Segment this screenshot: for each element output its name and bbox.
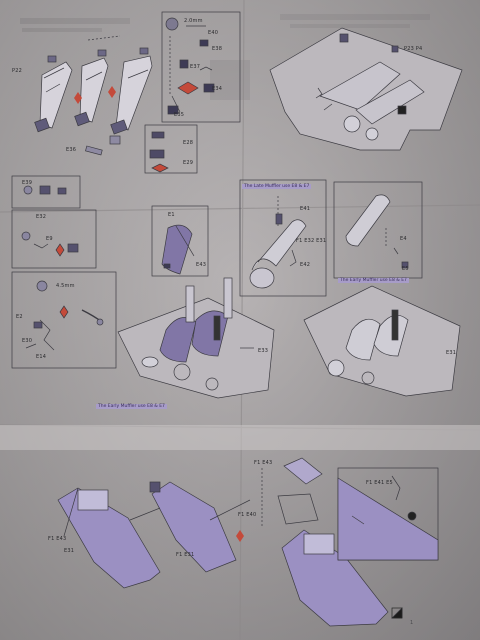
label-lower-mount: F1 E43 <box>254 460 273 466</box>
label-e9: E9 <box>46 236 53 242</box>
exhaust-stack-assembly <box>117 205 275 399</box>
caption-early-muffler-top: The Early Muffler use E8 & E7 <box>96 404 167 409</box>
label-e33: E33 <box>258 348 269 354</box>
label-e39: E39 <box>22 180 33 186</box>
label-e31-bottom: E31 <box>64 548 75 554</box>
label-e35: E35 <box>174 112 185 118</box>
label-e42: E42 <box>300 262 311 268</box>
label-e2: E2 <box>16 314 23 320</box>
label-e4: E4 <box>400 236 407 242</box>
label-e34: E34 <box>212 86 223 92</box>
detail-boxes-left <box>11 175 117 369</box>
page-mark: 1 <box>410 620 414 626</box>
label-lower-tail: F1 E41 E5 <box>366 480 393 486</box>
label-e5: E5 <box>402 266 409 272</box>
label-e41: E41 <box>300 206 311 212</box>
exhaust-pipe-detail <box>239 179 327 297</box>
exhaust-pipe-detail-right <box>303 181 461 397</box>
muffler-assembly-group <box>34 11 241 174</box>
rear-deck-plate <box>269 27 463 151</box>
label-lower-seat: F1 E31 <box>176 552 195 558</box>
caption-late-muffler: The Late Muffler use E8 & E7 <box>242 184 312 189</box>
label-e43: E43 <box>196 262 207 268</box>
label-e28: E28 <box>183 140 194 146</box>
label-dim-top: 2.0mm <box>184 18 203 24</box>
label-dim-left: 4.5mm <box>56 283 75 289</box>
label-e14: E14 <box>36 354 47 360</box>
label-lower-cover: F1 E43 <box>48 536 67 542</box>
label-e30: E30 <box>22 338 33 344</box>
light-band <box>0 425 480 450</box>
label-e31-right: E31 <box>446 350 457 356</box>
label-e38: E38 <box>212 46 223 52</box>
label-lower-mount-b: F1 E40 <box>238 512 257 518</box>
label-e36: E36 <box>66 147 77 153</box>
label-mid-mount: F1 E32 E31 <box>296 238 327 244</box>
label-e40: E40 <box>208 30 219 36</box>
caption-early-muffler-bottom: The Early Muffler use E8 & E7 <box>338 278 409 283</box>
label-e37: E37 <box>190 64 201 70</box>
label-e32: E32 <box>36 214 47 220</box>
label-top-right-callout: P23 P4 <box>404 46 423 52</box>
label-top-left-callout: P22 <box>12 68 22 74</box>
label-e1: E1 <box>168 212 175 218</box>
label-e29: E29 <box>183 160 194 166</box>
bottom-hull-assembly <box>57 457 439 627</box>
